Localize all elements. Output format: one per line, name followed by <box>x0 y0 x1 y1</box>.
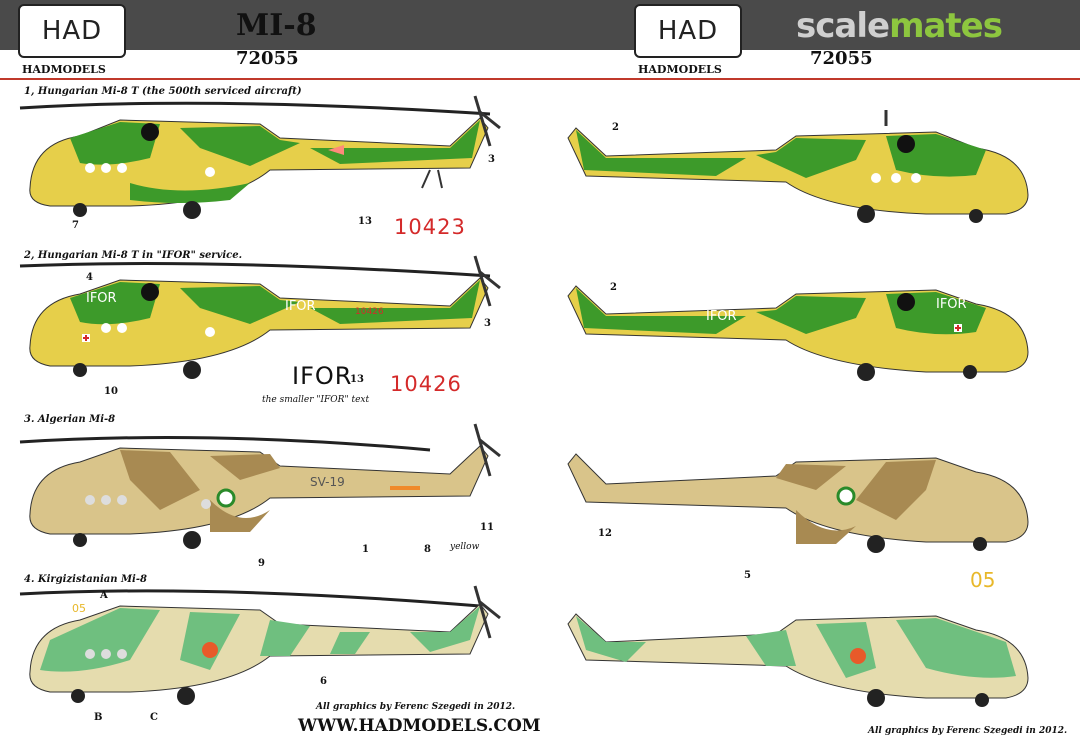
credit-right: All graphics by Ferenc Szegedi in 2012. <box>868 726 1068 736</box>
callout-5: 5 <box>744 570 751 581</box>
alg-fuselage-code: SV-19 <box>310 475 345 489</box>
website-url: WWW.HADMODELS.COM <box>298 716 541 736</box>
header-divider <box>0 78 1080 80</box>
yellow-label: yellow <box>450 542 480 552</box>
callout-4: 4 <box>86 272 93 283</box>
scheme-4-left-helicopter: 05 <box>19 585 501 705</box>
callout-7: 7 <box>72 220 79 231</box>
callout-12: 12 <box>598 528 612 539</box>
serial-10423: 10423 <box>394 215 466 239</box>
callout-C: C <box>150 712 158 723</box>
product-code-left: 72055 <box>236 48 299 69</box>
watermark-part-b: mates <box>889 6 1003 46</box>
callout-10: 10 <box>104 386 118 397</box>
callout-11: 11 <box>480 522 494 533</box>
ifor-right-fuselage-text: IFOR <box>706 309 737 324</box>
credit-left: All graphics by Ferenc Szegedi in 2012. <box>316 702 516 712</box>
scheme-1-left-helicopter <box>19 95 501 219</box>
callout-A: A <box>100 590 108 601</box>
hadmodels-logo: HAD <box>18 4 126 58</box>
callout-2b: 2 <box>610 282 617 293</box>
header-bar <box>0 0 1080 50</box>
scheme-3-right-helicopter <box>567 453 1029 553</box>
scheme-2-left-helicopter: IFOR IFOR 10426 <box>19 255 501 379</box>
kg-nose-number: 05 <box>72 602 86 615</box>
scheme-3-caption: 3. Algerian Mi-8 <box>24 414 116 425</box>
hadmodels-logo-right: HAD <box>634 4 742 58</box>
kg-right-number: 05 <box>970 568 996 592</box>
callout-9: 9 <box>258 558 265 569</box>
scheme-1-caption: 1, Hungarian Mi-8 T (the 500th serviced … <box>24 86 302 97</box>
callout-2: 2 <box>612 122 619 133</box>
scheme-2-caption: 2, Hungarian Mi-8 T in "IFOR" service. <box>24 250 243 261</box>
callout-3: 3 <box>488 154 495 165</box>
ifor-nose-text: IFOR <box>86 291 117 306</box>
ifor-large-text: IFOR <box>292 362 353 390</box>
ifor-fuselage-text: IFOR <box>285 299 316 314</box>
logo-text-right: HAD <box>657 16 719 46</box>
callout-13b: 13 <box>350 374 364 385</box>
logo-subtitle-right: HADMODELS <box>638 63 722 76</box>
tail-serial: 10426 <box>355 307 384 317</box>
logo-text: HAD <box>41 16 103 46</box>
callout-1: 1 <box>362 544 369 555</box>
scheme-1-right-helicopter <box>567 110 1029 223</box>
ifor-right-nose-text: IFOR <box>936 297 967 312</box>
scalemates-watermark: scalemates <box>796 6 1003 46</box>
scheme-2-right-helicopter: IFOR IFOR <box>567 285 1029 381</box>
scheme-3-left-helicopter: SV-19 <box>19 423 501 549</box>
callout-6: 6 <box>320 676 327 687</box>
product-code-right: 72055 <box>810 48 873 69</box>
product-title: MI-8 <box>236 8 317 43</box>
callout-B: B <box>94 712 103 723</box>
ifor-note: the smaller "IFOR" text <box>262 395 370 405</box>
serial-10426: 10426 <box>390 372 462 396</box>
watermark-part-a: scale <box>796 6 890 46</box>
logo-subtitle: HADMODELS <box>22 63 106 76</box>
callout-8: 8 <box>424 544 431 555</box>
scheme-4-right-helicopter <box>567 613 1029 707</box>
callout-13: 13 <box>358 216 372 227</box>
scheme-4-caption: 4. Kirgizistanian Mi-8 <box>24 574 147 585</box>
callout-3b: 3 <box>484 318 491 329</box>
